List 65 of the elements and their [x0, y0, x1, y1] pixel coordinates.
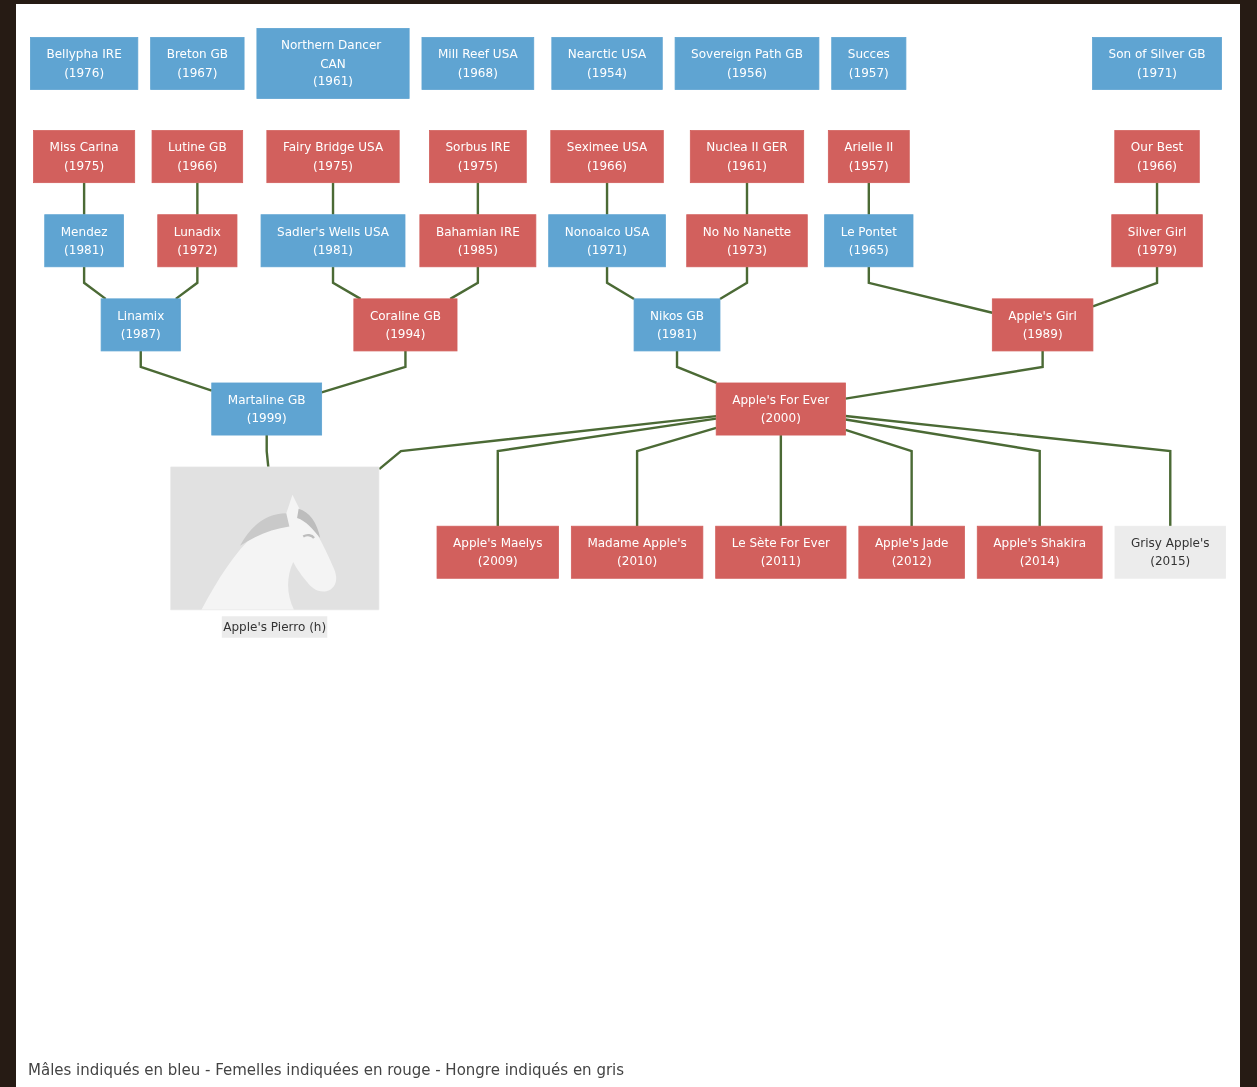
node-box: Our Best (1966)	[1114, 130, 1200, 184]
node-box: No No Nanette (1973)	[686, 214, 808, 268]
connector	[1155, 182, 1159, 215]
node-box: Mill Reef USA (1968)	[421, 37, 535, 90]
connector	[449, 266, 480, 300]
node-box: Sorbus IRE (1975)	[429, 130, 527, 184]
connector	[496, 417, 717, 527]
node-box: Apple's Shakira (2014)	[976, 525, 1103, 579]
connector	[845, 428, 913, 527]
node-box: Le Pontet (1965)	[824, 214, 914, 268]
connector	[719, 266, 749, 301]
node-box: Bellypha IRE (1976)	[30, 37, 139, 90]
connector	[635, 426, 717, 527]
node-box: Miss Carina (1975)	[33, 130, 136, 184]
connector	[321, 350, 407, 394]
connector	[139, 350, 213, 392]
node-box: Son of Silver GB (1971)	[1092, 37, 1222, 90]
connector	[82, 266, 107, 300]
node-box: Sovereign Path GB (1956)	[674, 37, 820, 90]
connector	[675, 350, 718, 385]
caption: Mâles indiqués en bleu - Femelles indiquées en rouge - Hongre indiqués en gris	[28, 1061, 626, 1079]
node-box: Nonoalco USA (1971)	[548, 214, 666, 268]
node-box: Apple's For Ever (2000)	[715, 382, 846, 436]
node-box: Arielle II (1957)	[827, 130, 910, 184]
node-box: Coraline GB (1994)	[353, 298, 458, 352]
node-box: Grisy Apple's (2015)	[1114, 525, 1226, 579]
node-box: Breton GB (1967)	[150, 37, 245, 90]
node-box: Apple's Girl (1989)	[991, 298, 1094, 352]
node-box: Nuclea II GER (1961)	[689, 130, 805, 184]
node-box: Sadler's Wells USA (1981)	[260, 214, 406, 268]
connector	[867, 182, 870, 215]
node-box: Apple's Jade (2012)	[858, 525, 965, 579]
connector	[779, 435, 783, 527]
connector	[605, 182, 609, 215]
node-box: Lunadix (1972)	[157, 214, 238, 268]
connector	[745, 182, 749, 215]
node-box: Bahamian IRE (1985)	[419, 214, 537, 268]
node-box: Fairy Bridge USA (1975)	[266, 130, 400, 184]
node-box: Lutine GB (1966)	[151, 130, 244, 184]
node-box: Silver Girl (1979)	[1111, 214, 1203, 268]
connector	[845, 418, 1041, 527]
connector	[845, 414, 1172, 527]
node-box: Madame Apple's (2010)	[570, 525, 704, 579]
node-box: Apple's Maelys (2009)	[436, 525, 559, 579]
connector	[82, 182, 86, 215]
node-box: Succes (1957)	[831, 37, 907, 90]
connector	[845, 350, 1044, 400]
connector	[331, 182, 335, 215]
connector	[265, 435, 270, 468]
node-box: Martaline GB (1999)	[211, 382, 323, 436]
node-box: Nearctic USA (1954)	[551, 37, 663, 90]
connector	[1092, 266, 1159, 308]
node-box: Le Sète For Ever (2011)	[715, 525, 847, 579]
node-box: Nikos GB (1981)	[633, 298, 721, 352]
node-box: Seximee USA (1966)	[550, 130, 664, 184]
node-box: Linamix (1987)	[100, 298, 181, 352]
connector	[605, 266, 635, 301]
connector	[476, 182, 480, 215]
connector	[331, 266, 362, 300]
connector	[175, 266, 199, 300]
node-box: Mendez (1981)	[44, 214, 124, 268]
connector	[196, 182, 199, 215]
connector	[378, 415, 717, 471]
node-box: Northern Dancer CAN (1961)	[256, 28, 410, 99]
connector	[867, 266, 993, 314]
